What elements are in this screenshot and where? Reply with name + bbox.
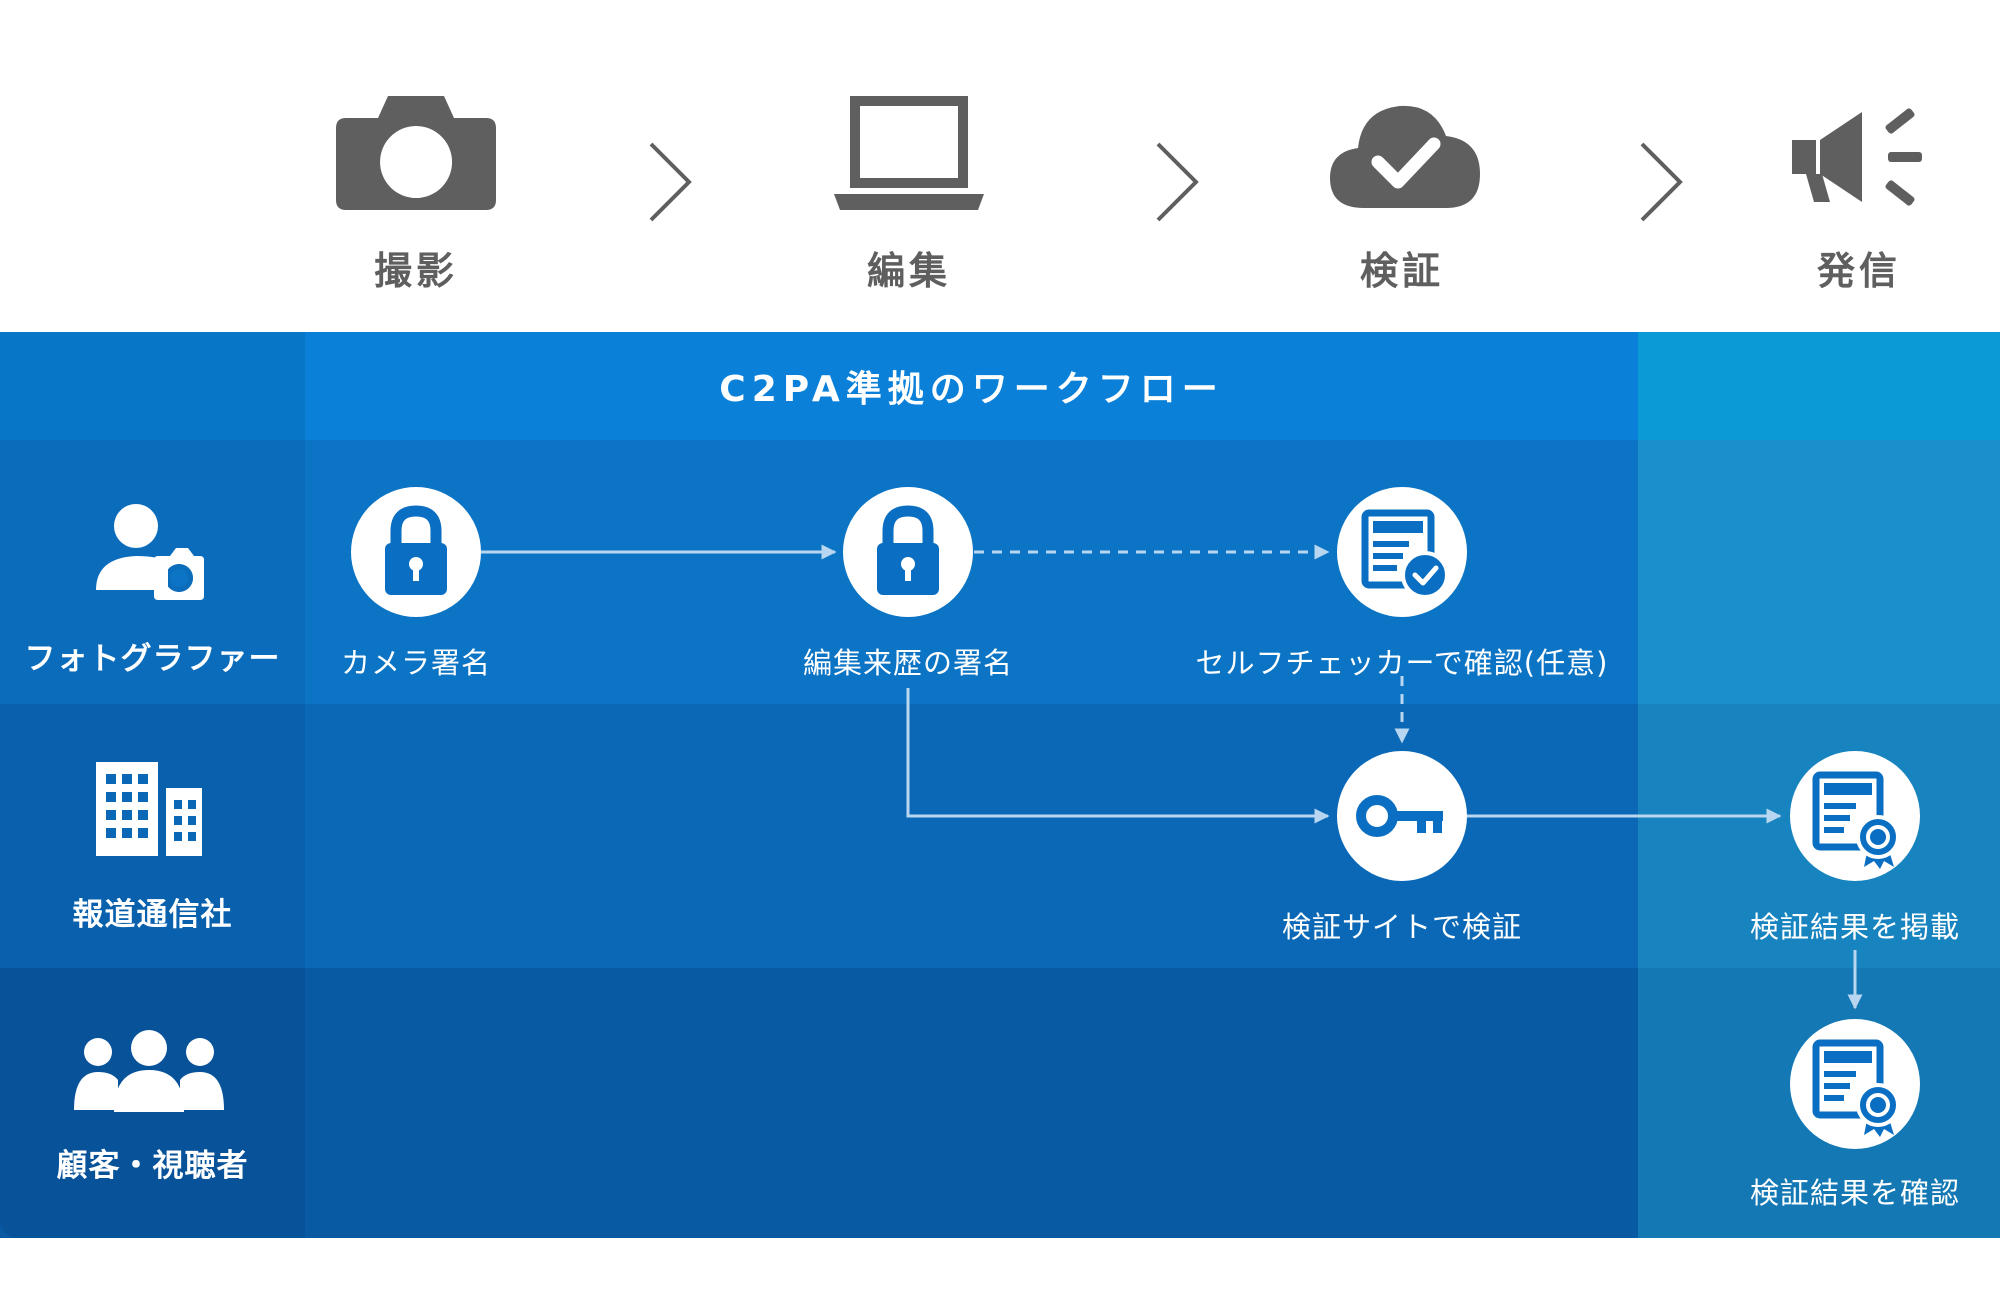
node-confirm-result (1790, 1019, 1920, 1149)
node-self-check (1337, 487, 1467, 617)
photographer-icon (96, 504, 204, 600)
node-label-confirm-result: 検証結果を確認 (1749, 1176, 1960, 1210)
stage-label-edit: 編集 (866, 249, 951, 293)
certificate-icon (1812, 1039, 1900, 1137)
building-icon (96, 762, 202, 856)
key-icon (1356, 795, 1443, 837)
node-label-self-check: セルフチェッカーで確認(任意) (1195, 646, 1609, 680)
megaphone-icon (1792, 108, 1922, 206)
chevron-right-icon (1156, 142, 1199, 222)
node-publish-result (1790, 751, 1920, 881)
workflow-header-right-cell (1638, 332, 2000, 440)
certificate-icon (1812, 771, 1900, 869)
actor-label-photographer: フォトグラファー (24, 641, 281, 677)
node-label-edit-sign: 編集来歴の署名 (802, 646, 1013, 680)
workflow-header-left-cell (0, 332, 305, 440)
laptop-icon (834, 96, 984, 210)
node-label-publish-result: 検証結果を掲載 (1749, 910, 1960, 944)
stage-label-shoot: 撮影 (373, 249, 458, 293)
document-check-icon (1361, 509, 1449, 599)
stage-label-verify: 検証 (1359, 249, 1444, 293)
actor-label-news-agency: 報道通信社 (72, 897, 233, 933)
audience-icon (74, 1030, 224, 1112)
lock-icon (877, 505, 939, 595)
node-label-camera-sign: カメラ署名 (340, 646, 491, 680)
workflow-title: C2PA準拠のワークフロー (719, 369, 1224, 410)
node-camera-sign (351, 487, 481, 617)
actor-label-audience: 顧客・視聴者 (56, 1148, 249, 1184)
chevron-right-icon (1640, 142, 1683, 222)
node-edit-sign (843, 487, 973, 617)
lock-icon (385, 505, 447, 595)
camera-icon (336, 96, 496, 210)
cloud-check-icon (1330, 105, 1480, 208)
chevron-right-icon (649, 142, 692, 222)
node-verify-site (1337, 751, 1467, 881)
node-label-verify-site: 検証サイトで検証 (1281, 910, 1522, 944)
publish-column-row1 (1638, 440, 2000, 704)
stage-label-publish: 発信 (1816, 249, 1901, 293)
